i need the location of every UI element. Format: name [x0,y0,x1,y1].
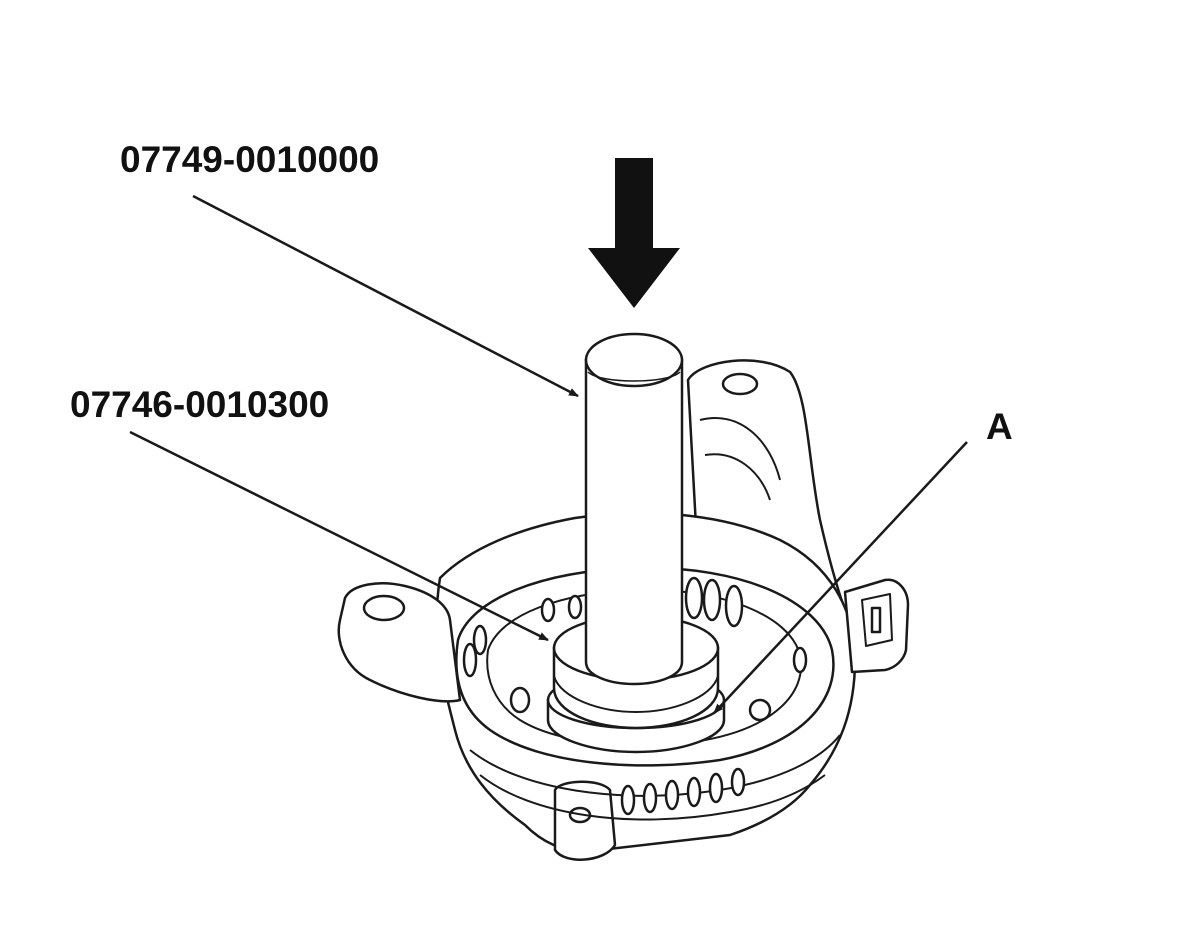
cooling-fin [708,772,724,804]
vent-slot [540,597,556,623]
housing-lower-band-2 [479,774,826,821]
leader-line-part-a [713,441,968,714]
cooling-fin [642,782,658,814]
vent-slot [702,578,722,622]
driver-shaft-chamfer [587,371,681,382]
upper-mount-hole [721,372,759,396]
attachment-band [553,675,719,714]
vent-slot [472,624,488,656]
upper-mount-rib [699,417,781,501]
leader-line-tool-upper [192,194,579,398]
press-direction-arrow-icon [588,158,680,308]
cooling-fin [730,767,746,797]
tool-number-label-upper: 07749-0010000 [120,139,380,180]
cooling-fin [664,779,680,811]
leader-line-tool-lower [129,430,549,642]
vent-slot [509,686,531,714]
cooling-fin [686,776,702,808]
vent-slot [684,576,704,620]
vent-slot [792,646,808,674]
cooling-fin [620,784,636,816]
connector-pin [870,606,882,634]
driver-handle [584,332,684,686]
vent-slot [462,642,478,678]
part-a-label: A [986,406,1013,447]
tool-number-label-lower: 07746-0010300 [70,384,330,425]
driver-shaft-top [584,332,684,388]
vent-slot [567,594,583,620]
vent-slot [748,698,772,722]
left-mount-hole [362,594,406,622]
driver-shaft [584,358,684,686]
vent-slot [724,584,744,628]
connector-detail [861,593,893,647]
